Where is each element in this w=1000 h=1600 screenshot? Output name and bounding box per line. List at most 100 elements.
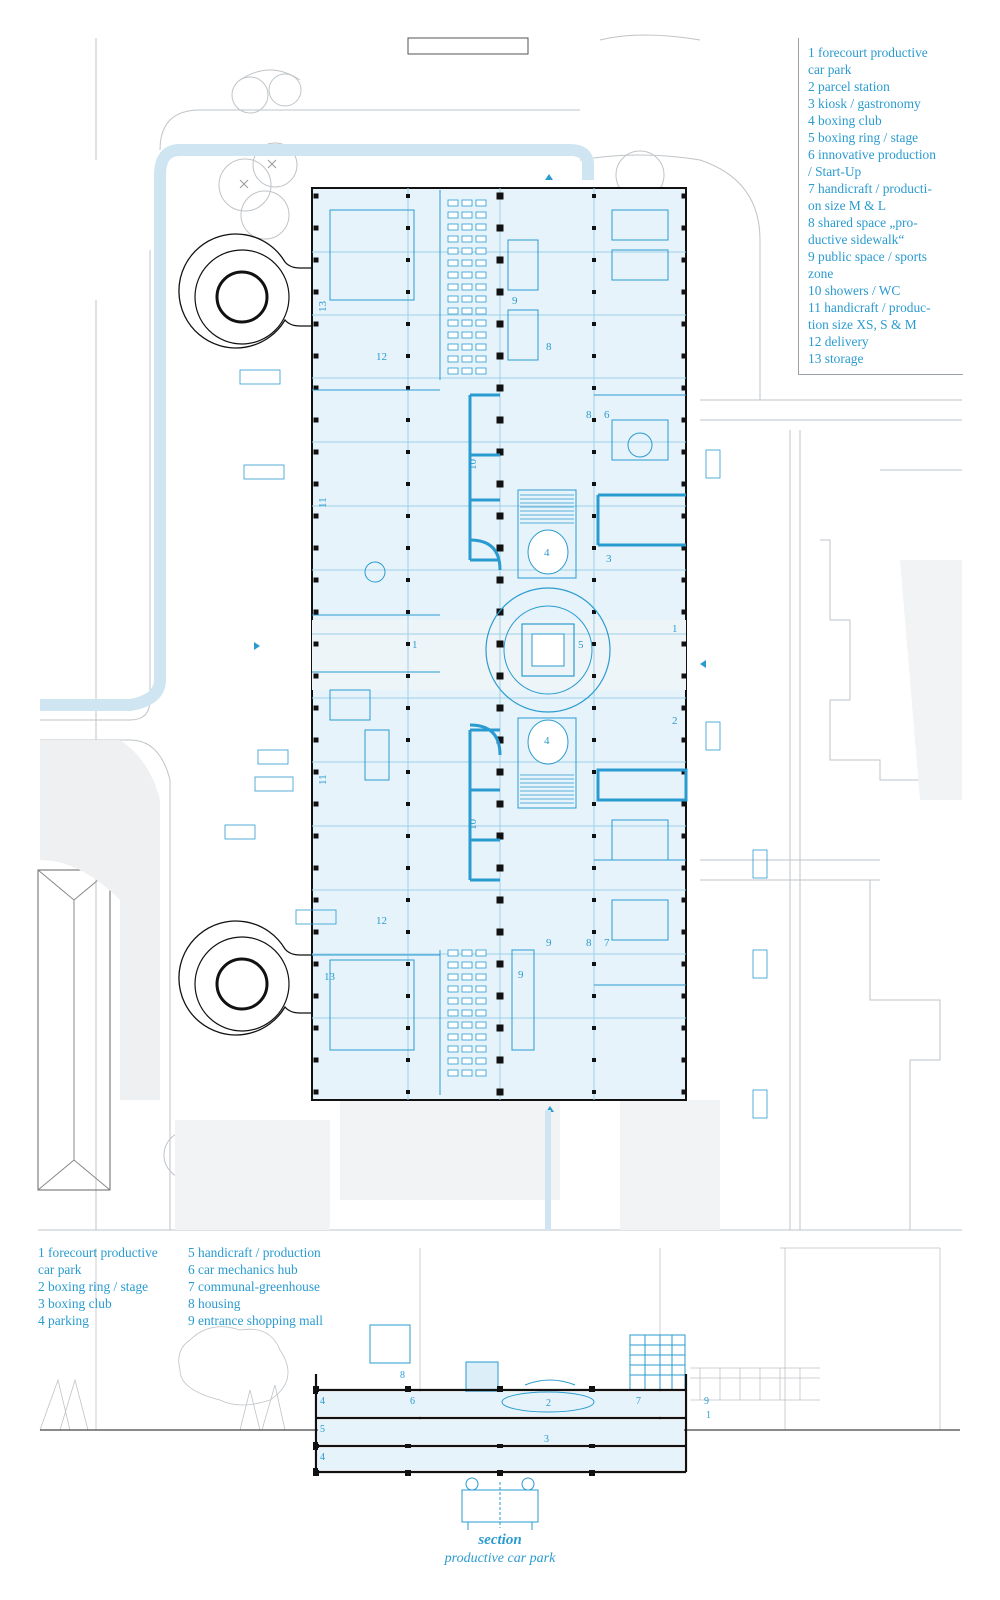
- column: [681, 833, 687, 839]
- column: [496, 1056, 504, 1064]
- parked-car: [447, 259, 459, 267]
- column: [406, 642, 410, 646]
- parked-car: [475, 271, 487, 279]
- parked-car: [447, 247, 459, 255]
- column: [313, 737, 319, 743]
- column: [313, 225, 319, 231]
- column: [592, 930, 596, 934]
- column: [313, 641, 319, 647]
- column: [406, 578, 410, 582]
- column: [313, 865, 319, 871]
- section-legend-line: 2 boxing ring / stage: [38, 1279, 149, 1294]
- column: [313, 513, 319, 519]
- parked-car: [447, 343, 459, 351]
- section-legend-line: 7 communal-greenhouse: [188, 1279, 321, 1294]
- column: [406, 994, 410, 998]
- parked-car: [475, 235, 487, 243]
- column: [496, 288, 504, 296]
- parked-car: [447, 295, 459, 303]
- parked-car: [461, 973, 473, 981]
- column: [592, 834, 596, 838]
- column: [592, 1026, 596, 1030]
- section-legend-line: 3 boxing club: [38, 1296, 112, 1311]
- parked-car: [475, 355, 487, 363]
- parked-car: [447, 1057, 459, 1065]
- plan-number-label: 11: [317, 497, 329, 508]
- parked-car: [475, 199, 487, 207]
- column: [406, 1058, 410, 1062]
- column: [681, 225, 687, 231]
- parked-car: [461, 355, 473, 363]
- plan-number-label: 12: [376, 351, 387, 363]
- column: [592, 290, 596, 294]
- column: [406, 834, 410, 838]
- parked-car: [461, 343, 473, 351]
- parked-car: [475, 1069, 487, 1077]
- parked-car: [475, 961, 487, 969]
- plan-legend-line: 4 boxing club: [808, 113, 882, 128]
- column: [406, 930, 410, 934]
- plan-legend-line: 1 forecourt productive: [808, 45, 928, 60]
- caption-title: section: [478, 1532, 522, 1548]
- column: [592, 1058, 596, 1062]
- parked-car: [447, 199, 459, 207]
- column: [496, 640, 504, 648]
- column: [496, 608, 504, 616]
- section-number-label: 8: [400, 1370, 405, 1381]
- plan-number-label: 11: [317, 774, 329, 785]
- parked-car: [461, 235, 473, 243]
- column: [496, 864, 504, 872]
- column: [406, 386, 410, 390]
- section-legend-line: 5 handicraft / production: [188, 1245, 321, 1260]
- column: [496, 576, 504, 584]
- plan-number-label: 3: [606, 553, 612, 565]
- column: [313, 705, 319, 711]
- parked-car: [461, 271, 473, 279]
- parked-car: [447, 1009, 459, 1017]
- parked-car: [461, 295, 473, 303]
- parked-car: [447, 1021, 459, 1029]
- plan-legend-line: 10 showers / WC: [808, 283, 901, 298]
- column: [406, 770, 410, 774]
- column: [313, 417, 319, 423]
- column: [406, 514, 410, 518]
- column: [496, 384, 504, 392]
- parked-car: [475, 997, 487, 1005]
- column: [592, 674, 596, 678]
- parked-car: [475, 1045, 487, 1053]
- parking-ramps: [178, 233, 312, 1036]
- column: [681, 897, 687, 903]
- column: [496, 928, 504, 936]
- plan-legend-line: 2 parcel station: [808, 79, 890, 94]
- street-cars: [224, 369, 768, 1119]
- column: [313, 897, 319, 903]
- column: [496, 192, 504, 200]
- column: [313, 769, 319, 775]
- column: [496, 832, 504, 840]
- stipple-areas: [40, 560, 962, 1230]
- column: [406, 706, 410, 710]
- section-number-label: 7: [636, 1396, 641, 1407]
- plan-legend-line: on size M & L: [808, 198, 887, 213]
- column: [592, 482, 596, 486]
- column: [313, 673, 319, 679]
- column: [313, 801, 319, 807]
- plan-legend-line: 13 storage: [808, 351, 864, 366]
- column: [592, 1090, 596, 1094]
- parked-car: [461, 283, 473, 291]
- parked-car: [461, 259, 473, 267]
- plan-number-label: 9: [546, 937, 552, 949]
- parked-car: [461, 331, 473, 339]
- parked-car: [447, 1033, 459, 1041]
- column: [406, 194, 410, 198]
- parked-car: [475, 331, 487, 339]
- parked-car: [475, 1021, 487, 1029]
- plan-number-label: 10: [467, 819, 479, 831]
- column: [592, 706, 596, 710]
- column: [406, 1026, 410, 1030]
- column: [406, 738, 410, 742]
- parked-car: [447, 235, 459, 243]
- column: [406, 322, 410, 326]
- column: [496, 736, 504, 744]
- parked-car: [475, 295, 487, 303]
